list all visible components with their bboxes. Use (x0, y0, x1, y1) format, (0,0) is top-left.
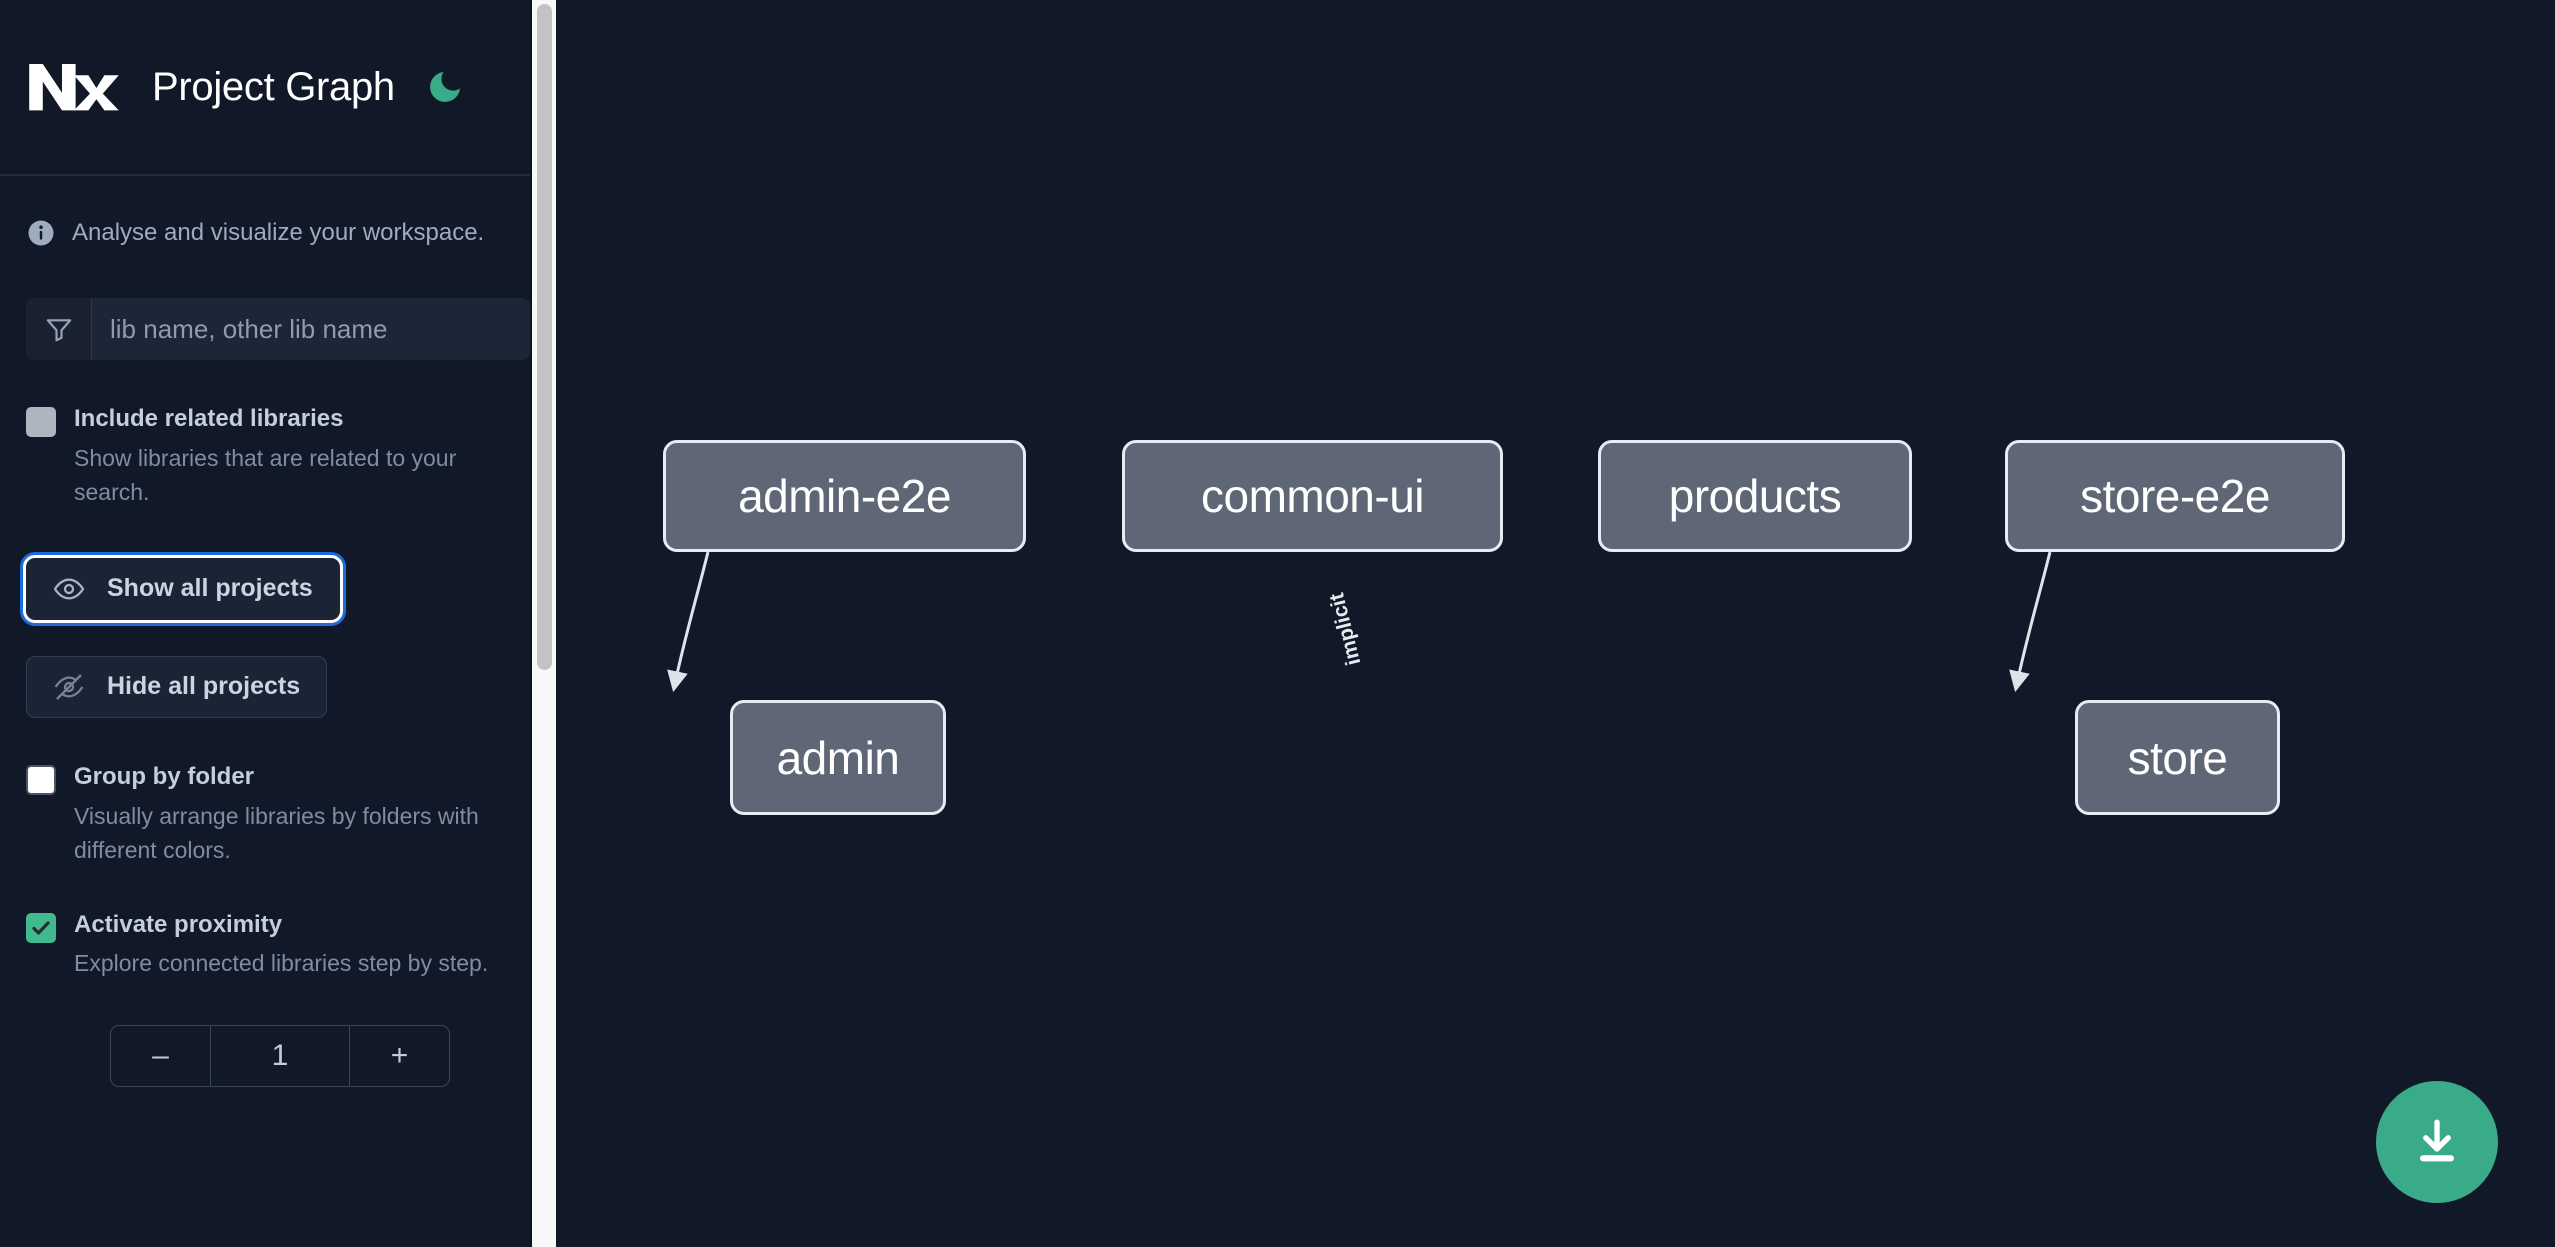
proximity-increment-button[interactable]: + (349, 1025, 449, 1086)
sidebar-header: Project Graph (0, 0, 556, 176)
option-text: Group by folder Visually arrange librari… (74, 760, 514, 868)
option-description: Visually arrange libraries by folders wi… (74, 802, 479, 864)
edge-label-implicit-admin: implicit (1325, 590, 1366, 668)
option-text: Activate proximity Explore connected lib… (74, 908, 488, 981)
option-title: Activate proximity (74, 910, 283, 938)
moon-icon[interactable] (423, 65, 467, 109)
option-group-by-folder[interactable]: Group by folder Visually arrange librari… (26, 760, 530, 868)
option-activate-proximity[interactable]: Activate proximity Explore connected lib… (26, 908, 530, 981)
option-title: Include related libraries (74, 405, 344, 432)
tagline-text: Analyse and visualize your workspace. (72, 219, 485, 246)
sidebar-scrollbar[interactable] (532, 0, 556, 1247)
proximity-decrement-button[interactable]: – (111, 1025, 211, 1086)
graph-node-products[interactable]: products (1598, 440, 1912, 552)
sidebar-divider (530, 0, 532, 1247)
option-include-related-libraries[interactable]: Include related libraries Show libraries… (26, 402, 530, 510)
sidebar-scrollbar-thumb[interactable] (537, 4, 552, 670)
search-field[interactable] (26, 298, 530, 360)
nx-logo-icon (26, 56, 122, 118)
option-description: Explore connected libraries step by step… (74, 950, 489, 977)
sidebar: Project Graph Analyse and visualize your… (0, 0, 556, 1247)
graph-node-admin[interactable]: admin (730, 700, 946, 815)
hide-all-projects-button[interactable]: Hide all projects (26, 655, 328, 718)
search-input[interactable] (92, 298, 530, 360)
eye-icon (53, 578, 85, 600)
download-graph-button[interactable] (2376, 1081, 2498, 1203)
graph-edges (667, 551, 2052, 693)
group-by-folder-checkbox[interactable] (26, 764, 56, 795)
graph-node-store[interactable]: store (2075, 700, 2280, 815)
option-title: Group by folder (74, 762, 254, 790)
activate-proximity-checkbox[interactable] (26, 912, 56, 943)
option-description: Show libraries that are related to your … (74, 444, 457, 506)
hide-all-projects-label: Hide all projects (107, 672, 301, 701)
graph-canvas[interactable]: implicit implicit admin-e2e common-ui pr… (556, 0, 2555, 1247)
graph-node-admin-e2e[interactable]: admin-e2e (663, 440, 1026, 552)
show-all-projects-label: Show all projects (107, 574, 313, 603)
filter-icon (26, 298, 92, 360)
tagline-row: Analyse and visualize your workspace. (0, 176, 556, 248)
show-all-projects-button[interactable]: Show all projects (23, 554, 343, 623)
include-related-libraries-checkbox[interactable] (26, 407, 56, 437)
proximity-value: 1 (271, 1038, 289, 1072)
app-title: Project Graph (152, 64, 395, 109)
graph-node-common-ui[interactable]: common-ui (1122, 440, 1503, 552)
eye-off-icon (54, 673, 84, 700)
info-icon (26, 218, 56, 248)
proximity-stepper[interactable]: – 1 + (110, 1024, 450, 1087)
graph-node-store-e2e[interactable]: store-e2e (2005, 440, 2345, 552)
download-icon (2419, 1119, 2455, 1162)
option-text: Include related libraries Show libraries… (74, 402, 514, 510)
